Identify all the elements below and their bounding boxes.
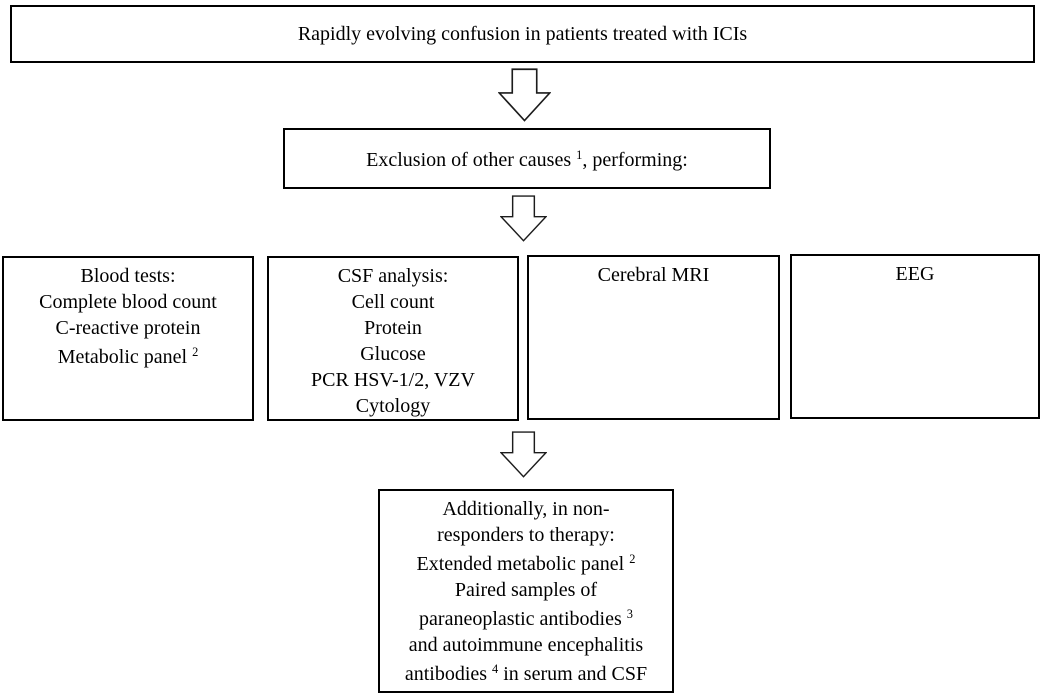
down-arrow-icon — [498, 68, 551, 122]
box-cerebral-mri: Cerebral MRI — [527, 255, 780, 420]
cerebral-mri-text: Cerebral MRI — [597, 264, 710, 286]
box-presentation: Rapidly evolving confusion in patients t… — [10, 5, 1035, 63]
exclusion-text: Exclusion of other causes 1, performing: — [366, 148, 688, 171]
non-responders-text: Additionally, in non-responders to thera… — [404, 497, 648, 685]
presentation-text: Rapidly evolving confusion in patients t… — [297, 23, 748, 45]
box-non-responders: Additionally, in non-responders to thera… — [378, 489, 674, 693]
down-arrow-icon — [500, 431, 547, 478]
box-eeg: EEG — [790, 254, 1040, 419]
box-exclusion-other-causes: Exclusion of other causes 1, performing: — [283, 128, 771, 189]
down-arrow-icon — [500, 195, 547, 242]
eeg-text: EEG — [895, 263, 935, 285]
